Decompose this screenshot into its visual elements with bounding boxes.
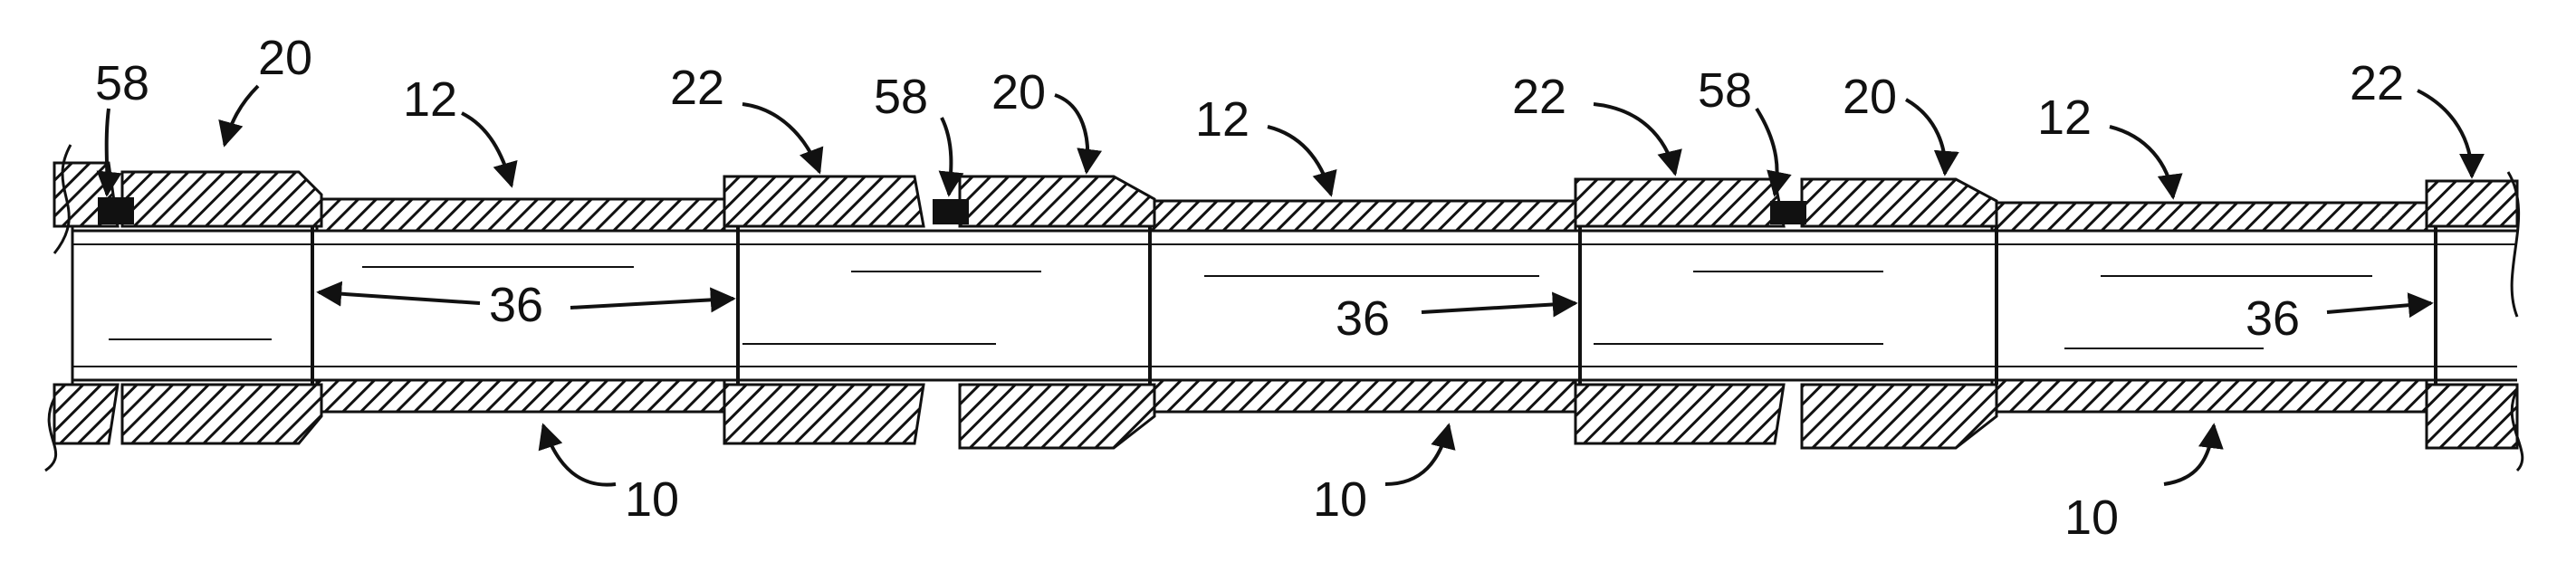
- tube-12-bottom-3: [1990, 378, 2428, 414]
- seal-58-markers: [98, 197, 1806, 224]
- leader-58-1: [96, 108, 122, 197]
- label-22-1: 22: [670, 61, 724, 115]
- collar-22-top-1: [723, 175, 925, 228]
- label-36-1: 36: [489, 278, 543, 332]
- collar-left-end-bottom: [53, 383, 120, 445]
- leader-10-1: [538, 423, 617, 487]
- collar-20-bottom-1: [120, 383, 323, 445]
- collar-20-top-2: [958, 175, 1156, 228]
- label-12-1: 12: [403, 72, 457, 127]
- label-22-2: 22: [1512, 70, 1566, 124]
- leader-58-2: [938, 117, 964, 197]
- tube-wall-top: [315, 197, 2428, 233]
- collar-20-bottom-2: [958, 383, 1156, 450]
- leader-22-3: [2417, 89, 2485, 179]
- leader-20-2: [1054, 93, 1103, 175]
- leader-arrows: [96, 84, 2485, 487]
- tube-12-bottom-1: [315, 378, 726, 414]
- label-10-1: 10: [625, 472, 679, 527]
- tube-12-top-1: [315, 197, 726, 233]
- pipe-bore: [72, 229, 2517, 382]
- collar-22-top-2: [1574, 177, 1786, 228]
- leader-58-3: [1755, 107, 1792, 197]
- tube-12-top-2: [1148, 199, 1577, 233]
- collar-22-bottom-3: [2425, 383, 2519, 450]
- label-36-2: 36: [1336, 291, 1390, 346]
- label-20-3: 20: [1843, 70, 1897, 124]
- leader-20-3: [1905, 98, 1959, 176]
- collar-22-bottom-2: [1574, 383, 1786, 445]
- collar-22-bottom-1: [723, 383, 925, 445]
- coupling-collars-bottom: [53, 383, 2519, 450]
- label-22-3: 22: [2350, 56, 2404, 110]
- label-10-2: 10: [1313, 472, 1367, 527]
- label-12-3: 12: [2037, 90, 2092, 145]
- label-12-2: 12: [1195, 92, 1250, 147]
- leader-10-2: [1384, 423, 1456, 486]
- tube-12-bottom-2: [1148, 378, 1577, 414]
- collar-20-top-3: [1800, 177, 1998, 228]
- tube-wall-bottom: [315, 378, 2428, 414]
- leader-12-3: [2109, 125, 2183, 200]
- bore-arrows-36: [316, 281, 2434, 319]
- reference-labels: 58 20 12 22 58 20 12 22 58 20 12 22 36 3…: [95, 31, 2404, 545]
- label-20-2: 20: [991, 65, 1046, 119]
- joint-lines: [71, 226, 2437, 385]
- leader-22-1: [742, 102, 824, 175]
- collar-20-bottom-3: [1800, 383, 1998, 450]
- label-58-2: 58: [874, 70, 928, 124]
- tube-12-top-3: [1990, 201, 2428, 233]
- label-20-1: 20: [258, 31, 312, 85]
- leader-12-1: [461, 111, 518, 188]
- label-58-3: 58: [1698, 63, 1752, 118]
- label-36-3: 36: [2246, 291, 2300, 346]
- leader-12-2: [1267, 125, 1337, 197]
- collar-20-top-1: [120, 170, 323, 228]
- leader-20-1: [218, 84, 260, 148]
- label-10-3: 10: [2064, 491, 2119, 545]
- collar-22-top-3: [2425, 179, 2519, 228]
- leader-10-3: [2163, 423, 2224, 486]
- break-lines: [44, 144, 2524, 472]
- leader-22-2: [1593, 102, 1682, 176]
- label-58-1: 58: [95, 56, 149, 110]
